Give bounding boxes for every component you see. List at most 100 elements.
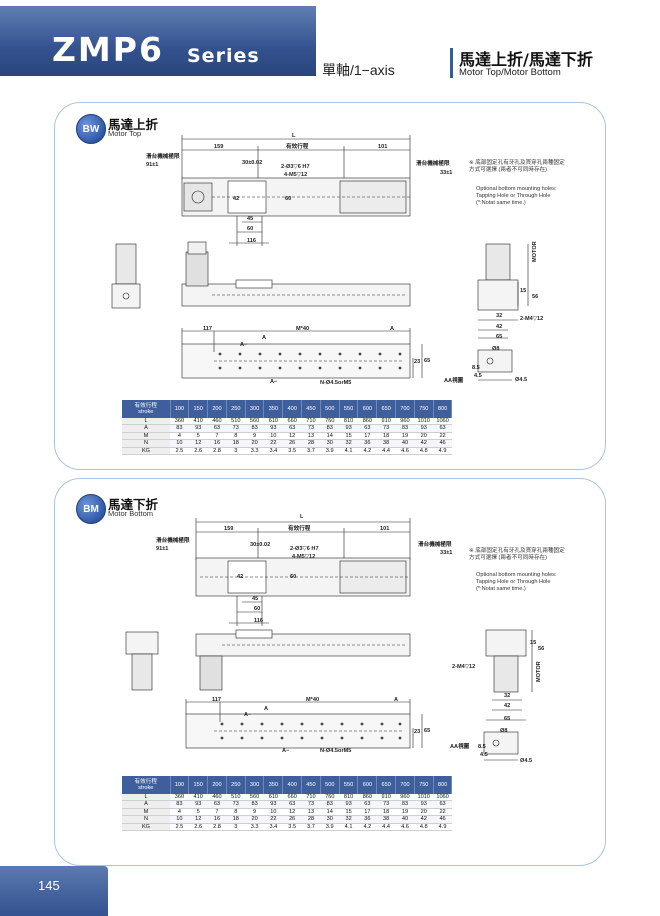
page-title-en: Motor Top/Motor Bottom bbox=[459, 67, 561, 78]
table-cell: 22 bbox=[263, 815, 283, 824]
table-cell: 3.7 bbox=[301, 447, 321, 456]
section-title-cn: 馬達下折 bbox=[108, 497, 159, 512]
table-cell: 860 bbox=[357, 418, 377, 426]
table-cell: 30 bbox=[320, 439, 340, 448]
section-arrow-a2: A− bbox=[282, 748, 290, 754]
table-cell: 28 bbox=[301, 439, 321, 448]
stroke-col: 450 bbox=[301, 400, 321, 418]
table-cell: 18 bbox=[376, 808, 396, 817]
table-cell: 4.9 bbox=[433, 447, 452, 456]
table-cell: 26 bbox=[282, 439, 302, 448]
table-cell: 5 bbox=[188, 808, 208, 817]
table-cell: 3.4 bbox=[263, 823, 283, 832]
table-cell: 46 bbox=[433, 439, 452, 448]
stroke-col: 150 bbox=[188, 776, 209, 794]
table-cell: 63 bbox=[433, 424, 452, 433]
dim-60h: 60 bbox=[247, 226, 254, 232]
dim-42b: 42 bbox=[504, 703, 511, 709]
table-cell: 12 bbox=[188, 439, 208, 448]
table-cell: 10 bbox=[170, 439, 189, 448]
title-divider bbox=[450, 48, 453, 78]
table-cell: 83 bbox=[320, 424, 340, 433]
table-cell: 93 bbox=[263, 424, 283, 433]
dim-65v: 65 bbox=[424, 728, 431, 734]
table-cell: 860 bbox=[357, 794, 377, 802]
table-cell: 3 bbox=[226, 823, 246, 832]
table-cell: 14 bbox=[320, 808, 340, 817]
row-label: N bbox=[122, 439, 170, 448]
stroke-col: 350 bbox=[263, 776, 284, 794]
table-cell: 17 bbox=[357, 808, 377, 817]
table-cell: 510 bbox=[226, 794, 246, 802]
note-cn: ※ 底部固定孔有牙孔及貫穿孔兩種固定方式可選擇 (兩者不可同時存在) bbox=[469, 160, 565, 174]
row-label: L bbox=[122, 418, 170, 426]
table-cell: 710 bbox=[301, 418, 321, 426]
table-cell: 360 bbox=[170, 794, 189, 802]
dim-stroke-cn: 有效行程 bbox=[286, 144, 309, 150]
table-cell: 9 bbox=[245, 808, 264, 817]
dim-30: 30±0.02 bbox=[242, 160, 263, 166]
table-cell: 73 bbox=[376, 800, 396, 809]
table-cell: 560 bbox=[245, 794, 264, 802]
footer-band bbox=[0, 866, 108, 916]
dim-60h: 60 bbox=[254, 606, 261, 612]
dim-65: 65 bbox=[496, 334, 503, 340]
table-cell: 73 bbox=[301, 800, 321, 809]
stroke-col: 400 bbox=[282, 400, 303, 418]
row-label: N bbox=[122, 815, 170, 824]
dim-65v: 65 bbox=[424, 358, 431, 364]
note-en: Optional bottom mounting holes: Tapping … bbox=[476, 572, 557, 593]
stroke-col: 450 bbox=[301, 776, 321, 794]
note-cn: ※ 底部固定孔有牙孔及貫穿孔兩種固定方式可選擇 (兩者不可同時存在) bbox=[469, 548, 565, 562]
table-cell: 1010 bbox=[414, 794, 434, 802]
table-cell: 12 bbox=[188, 815, 208, 824]
table-cell: 360 bbox=[170, 418, 189, 426]
table-cell: 3.5 bbox=[282, 447, 302, 456]
table-cell: 26 bbox=[282, 815, 302, 824]
section-arrow-a2: A− bbox=[270, 379, 278, 385]
aa-view-label: AA視圖 bbox=[450, 744, 470, 750]
row-label: L bbox=[122, 794, 170, 802]
dim-A-1: A bbox=[390, 326, 395, 332]
dim-159: 159 bbox=[214, 144, 224, 150]
table-cell: 22 bbox=[433, 432, 452, 441]
table-cell: 28 bbox=[301, 815, 321, 824]
table-cell: 42 bbox=[414, 815, 434, 824]
header-band bbox=[0, 6, 316, 76]
phi-8: Ø8 bbox=[492, 346, 500, 352]
phi-8: Ø8 bbox=[500, 728, 508, 734]
m4-holes: 2-M4▽12 bbox=[520, 316, 544, 322]
table-cell: 16 bbox=[207, 439, 227, 448]
mech-limit-left-val: 91±1 bbox=[146, 162, 159, 168]
page-number: 145 bbox=[38, 878, 60, 893]
table-cell: 3.4 bbox=[263, 447, 283, 456]
table-cell: 660 bbox=[282, 794, 302, 802]
mech-limit-right: 滑台機械極限 bbox=[416, 161, 450, 167]
table-cell: 83 bbox=[170, 424, 189, 433]
dim-42: 42 bbox=[237, 574, 244, 580]
table-cell: 4.1 bbox=[339, 823, 358, 832]
motor-label: MOTOR bbox=[536, 661, 542, 682]
dim-116: 116 bbox=[247, 238, 257, 244]
table-cell: 4.6 bbox=[395, 447, 415, 456]
table-cell: 22 bbox=[433, 808, 452, 817]
stroke-col: 800 bbox=[433, 776, 453, 794]
table-cell: 810 bbox=[339, 418, 358, 426]
stroke-col: 550 bbox=[339, 400, 359, 418]
table-cell: 10 bbox=[263, 432, 283, 441]
table-cell: 20 bbox=[414, 432, 434, 441]
dim-m40: M*40 bbox=[296, 326, 310, 332]
table-cell: 63 bbox=[433, 800, 452, 809]
table-cell: 13 bbox=[301, 432, 321, 441]
table-cell: 8 bbox=[226, 432, 246, 441]
row-label: A bbox=[122, 800, 170, 809]
dim-159: 159 bbox=[224, 526, 234, 532]
section-title-en: Motor Top bbox=[108, 129, 142, 138]
dim-117: 117 bbox=[203, 326, 213, 332]
table-cell: 760 bbox=[320, 418, 340, 426]
drawing-motor-bottom bbox=[125, 518, 533, 761]
